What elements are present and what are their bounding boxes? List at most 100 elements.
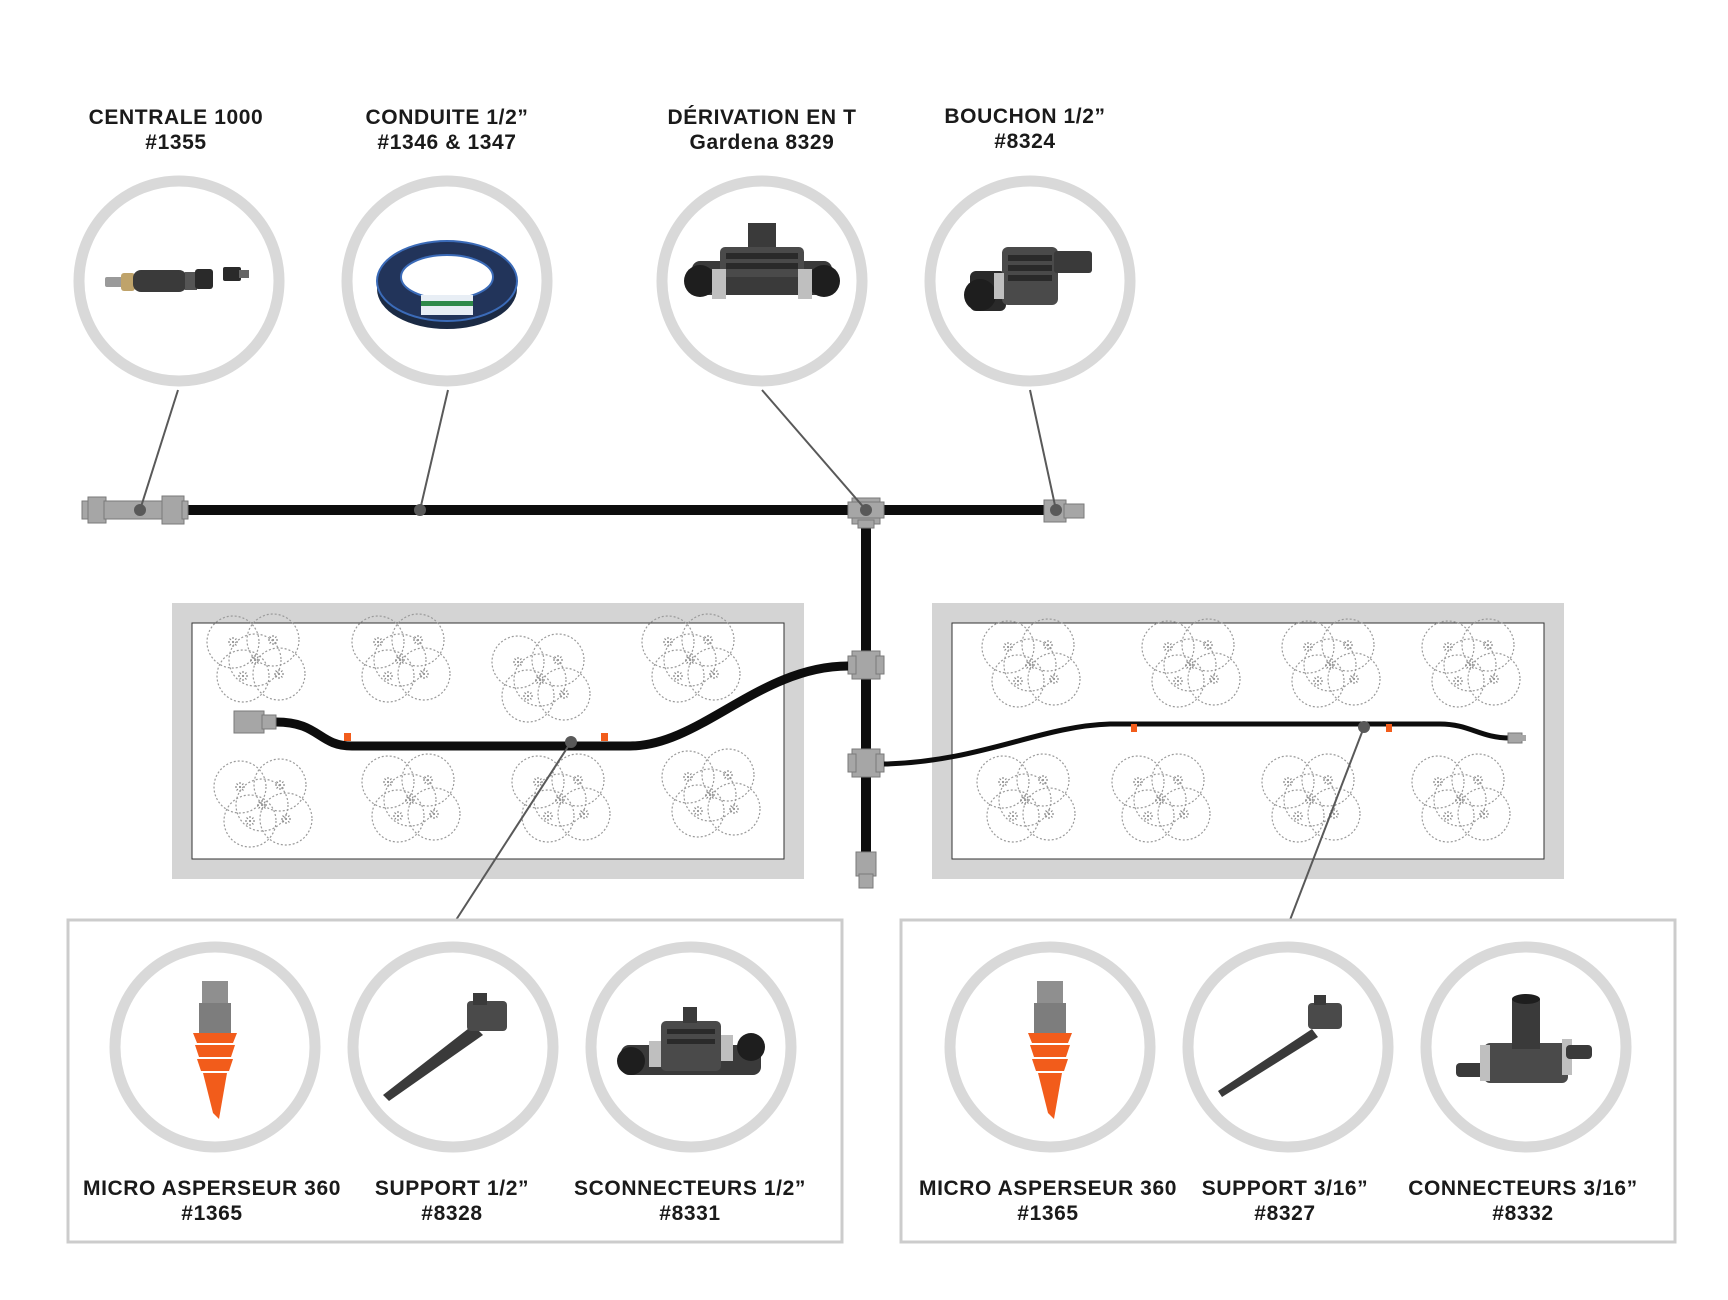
plant-cluster — [213, 758, 313, 848]
plant-star — [1472, 774, 1484, 786]
label-code: #1365 — [1017, 1202, 1079, 1225]
plant-star — [1012, 675, 1024, 687]
plant-outline — [1121, 789, 1175, 843]
label-title: CENTRALE 1000 — [88, 106, 264, 129]
plant-star — [1172, 774, 1184, 786]
plant-star — [1042, 639, 1054, 651]
plant-outline — [1151, 753, 1205, 807]
plant-star — [274, 779, 286, 791]
plant-star — [422, 774, 434, 786]
connector-half-inch-icon — [617, 1007, 765, 1075]
plant-outline — [701, 748, 755, 802]
stake-icon-right — [1218, 995, 1342, 1097]
plant-cluster — [641, 613, 741, 703]
plant-star — [428, 808, 440, 820]
plant-star — [1488, 673, 1500, 685]
plant-outline — [1431, 654, 1485, 708]
plant-star — [1342, 639, 1354, 651]
plant-outline — [557, 787, 611, 841]
plant-outline — [1261, 755, 1315, 809]
plant-star — [1312, 675, 1324, 687]
plant-star — [237, 670, 249, 682]
plant-outline — [253, 758, 307, 812]
plant-outline — [1022, 787, 1076, 841]
label-sconnecteurs: SCONNECTEURS 1/2” #8331 — [574, 1176, 806, 1226]
plant-outline — [371, 789, 425, 843]
plant-star — [1202, 639, 1214, 651]
plant-outline — [1421, 789, 1475, 843]
label-bouchon: BOUCHON 1/2” #8324 — [944, 104, 1105, 154]
label-code: #8328 — [421, 1202, 483, 1225]
plant-outline — [511, 755, 565, 809]
plant-star — [418, 668, 430, 680]
plant-star — [1348, 673, 1360, 685]
plant-star — [672, 670, 684, 682]
plant-star — [244, 815, 256, 827]
plant-outline — [383, 773, 437, 827]
plant-outline — [391, 613, 445, 667]
plant-outline — [521, 789, 575, 843]
plant-star — [273, 668, 285, 680]
plant-outline — [986, 789, 1040, 843]
plant-star — [522, 690, 534, 702]
plant-star — [704, 789, 716, 801]
plant-outline — [401, 753, 455, 807]
plant-outline — [246, 613, 300, 667]
label-code: #1355 — [145, 131, 207, 154]
plant-star — [1178, 808, 1190, 820]
plant-star — [249, 654, 261, 666]
plant-star — [1464, 659, 1476, 671]
plant-cluster — [1141, 618, 1241, 708]
plant-outline — [1321, 618, 1375, 672]
plant-outline — [976, 755, 1030, 809]
plant-star — [702, 634, 714, 646]
plant-outline — [1457, 787, 1511, 841]
plant-outline — [1411, 755, 1465, 809]
label-code: #8332 — [1492, 1202, 1554, 1225]
end-cap-fitting — [1043, 499, 1085, 523]
plant-outline — [259, 792, 313, 846]
plant-star — [1324, 659, 1336, 671]
plant-outline — [707, 782, 761, 836]
plant-star — [554, 794, 566, 806]
plant-outline — [1111, 755, 1165, 809]
vertical-fittings — [847, 650, 885, 889]
plant-cluster — [1411, 753, 1511, 843]
label-title: SUPPORT 1/2” — [374, 1177, 530, 1200]
plant-outline — [213, 760, 267, 814]
plant-outline — [1301, 753, 1355, 807]
plant-outline — [1327, 652, 1381, 706]
plant-outline — [228, 633, 282, 687]
plant-outline — [206, 615, 260, 669]
plant-outline — [407, 787, 461, 841]
label-code: #1346 & 1347 — [377, 131, 517, 154]
plant-outline — [1133, 773, 1187, 827]
right-parts-box — [899, 918, 1677, 1244]
plant-outline — [981, 620, 1035, 674]
plant-outline — [663, 633, 717, 687]
plant-outline — [651, 649, 705, 703]
plant-outline — [1433, 773, 1487, 827]
plant-outline — [252, 647, 306, 701]
plant-star — [572, 774, 584, 786]
plant-outline — [491, 635, 545, 689]
plant-cluster — [1261, 753, 1361, 843]
plant-star — [552, 654, 564, 666]
plant-star — [1007, 810, 1019, 822]
plant-outline — [641, 615, 695, 669]
plant-outline — [361, 649, 415, 703]
label-centrale: CENTRALE 1000 #1355 — [89, 105, 264, 155]
plant-outline — [1461, 618, 1515, 672]
plant-cluster — [1111, 753, 1211, 843]
plant-star — [280, 813, 292, 825]
plant-star — [1048, 673, 1060, 685]
plant-star — [1478, 808, 1490, 820]
plant-cluster — [361, 753, 461, 843]
plant-outline — [1181, 618, 1235, 672]
label-title: DÉRIVATION EN T — [667, 106, 857, 129]
plant-star — [1304, 794, 1316, 806]
plant-star — [542, 810, 554, 822]
plant-star — [1322, 774, 1334, 786]
plant-outline — [998, 773, 1052, 827]
